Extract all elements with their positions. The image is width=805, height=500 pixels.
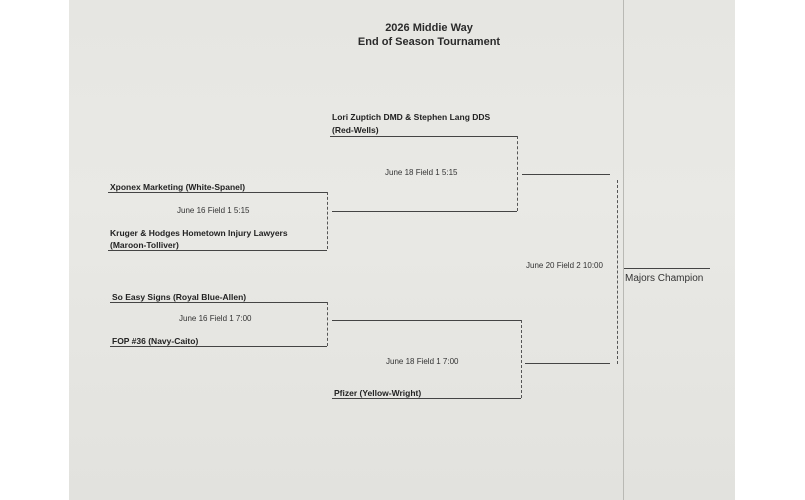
line-seed-bottom	[332, 398, 521, 399]
connector-r1-b	[327, 302, 328, 346]
connector-semi-bottom	[521, 320, 522, 398]
line-team-so-easy-signs	[110, 302, 327, 303]
line-winner-r1-a	[332, 211, 517, 212]
game-info-semi-top: June 18 Field 1 5:15	[385, 168, 458, 177]
line-team-fop36	[110, 346, 327, 347]
team-so-easy-signs: So Easy Signs (Royal Blue-Allen)	[112, 292, 247, 302]
team-fop36: FOP #36 (Navy-Caito)	[112, 336, 199, 346]
tournament-subtitle: End of Season Tournament	[357, 36, 501, 48]
paper-fold-line	[623, 0, 624, 500]
seed-team-top-line1: Lori Zuptich DMD & Stephen Lang DDS	[332, 112, 491, 122]
team-kruger-line2: (Maroon-Tolliver)	[110, 240, 179, 250]
line-team-kruger	[108, 250, 327, 251]
tournament-title: 2026 Middie Way	[385, 22, 473, 34]
team-xponex: Xponex Marketing (White-Spanel)	[110, 182, 246, 192]
team-kruger-line1: Kruger & Hodges Hometown Injury Lawyers	[110, 228, 288, 238]
line-champion	[624, 268, 710, 269]
connector-r1-a	[327, 192, 328, 249]
bracket-sheet: 2026 Middie Way End of Season Tournament…	[69, 0, 735, 500]
game-info-r1-b: June 16 Field 1 7:00	[179, 314, 252, 323]
connector-semi-top	[517, 136, 518, 211]
champion-label: Majors Champion	[625, 273, 704, 284]
line-winner-r1-b	[332, 320, 521, 321]
game-info-semi-bottom: June 18 Field 1 7:00	[386, 357, 459, 366]
seed-team-pfizer: Pfizer (Yellow-Wright)	[334, 388, 422, 398]
game-info-r1-a: June 16 Field 1 5:15	[177, 206, 250, 215]
seed-team-top-line2: (Red-Wells)	[332, 125, 379, 135]
connector-final	[617, 180, 618, 364]
line-seed-top	[330, 136, 517, 137]
line-winner-semi-bottom	[525, 363, 610, 364]
game-info-final: June 20 Field 2 10:00	[526, 261, 603, 270]
line-team-xponex	[108, 192, 327, 193]
line-winner-semi-top	[522, 174, 610, 175]
